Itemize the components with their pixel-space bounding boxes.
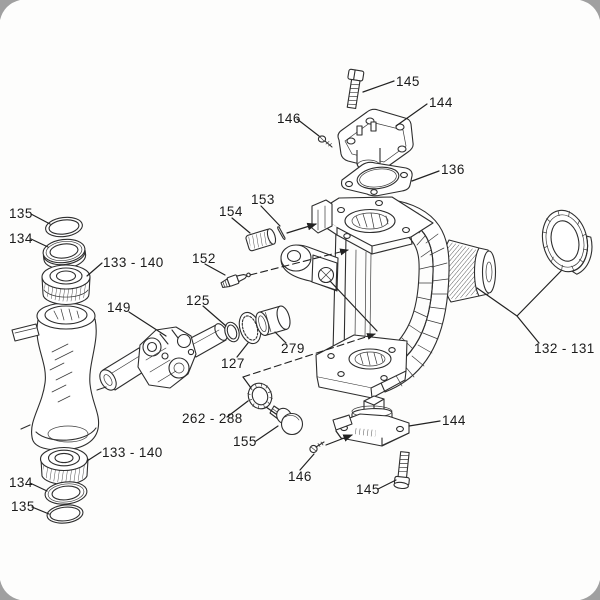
label-134-bottom: 134 xyxy=(9,475,33,490)
label-145-top: 145 xyxy=(396,74,420,89)
bearing-cap-top xyxy=(337,108,414,187)
label-125: 125 xyxy=(186,293,210,308)
bushing xyxy=(255,305,291,336)
label-149: 149 xyxy=(107,300,131,315)
hex-bolt-bottom xyxy=(393,451,410,490)
label-133-140-top: 133 - 140 xyxy=(103,255,164,270)
label-134-top: 134 xyxy=(9,231,33,246)
plug-part xyxy=(269,405,304,436)
seal-ring-top-part xyxy=(42,238,87,270)
label-279: 279 xyxy=(281,341,305,356)
label-146-bottom: 146 xyxy=(288,469,312,484)
label-135-bottom: 135 xyxy=(11,499,35,514)
hex-bolt-top xyxy=(346,68,365,110)
gasket xyxy=(340,161,413,197)
steering-knuckle-housing xyxy=(280,196,497,399)
label-155: 155 xyxy=(233,434,257,449)
label-145-bottom: 145 xyxy=(356,482,380,497)
axle-housing-swivel-end xyxy=(11,302,107,451)
screw-bottom xyxy=(309,441,325,454)
label-144-bottom: 144 xyxy=(442,413,466,428)
label-127: 127 xyxy=(221,356,245,371)
callout-labels: 145 144 146 136 153 154 152 135 134 133 … xyxy=(9,74,595,514)
label-136: 136 xyxy=(441,162,465,177)
bearing-cap-bottom xyxy=(332,395,410,447)
bearing-top-part xyxy=(41,264,91,306)
dowel-pin xyxy=(277,226,286,241)
label-135-top: 135 xyxy=(9,206,33,221)
screw-top xyxy=(317,135,333,148)
universal-joint xyxy=(99,323,228,391)
seal-group-part xyxy=(247,382,273,410)
bearing-bottom-part xyxy=(39,446,89,485)
seal-ring-bottom-part xyxy=(44,481,88,505)
label-133-140-bottom: 133 - 140 xyxy=(102,445,163,460)
snap-ring xyxy=(224,321,240,343)
label-144-top: 144 xyxy=(429,95,453,110)
label-132-131: 132 - 131 xyxy=(534,341,595,356)
label-154: 154 xyxy=(219,204,243,219)
grease-fitting xyxy=(220,272,251,289)
label-153: 153 xyxy=(251,192,275,207)
label-152: 152 xyxy=(192,251,216,266)
label-146-top: 146 xyxy=(277,111,301,126)
retaining-ring-top-part xyxy=(45,216,83,238)
retaining-ring-bottom-part xyxy=(46,504,84,524)
ring-nut-and-washer xyxy=(541,209,593,275)
leader-lines xyxy=(29,80,562,515)
label-262-288: 262 - 288 xyxy=(182,411,243,426)
small-bushing xyxy=(245,228,277,252)
